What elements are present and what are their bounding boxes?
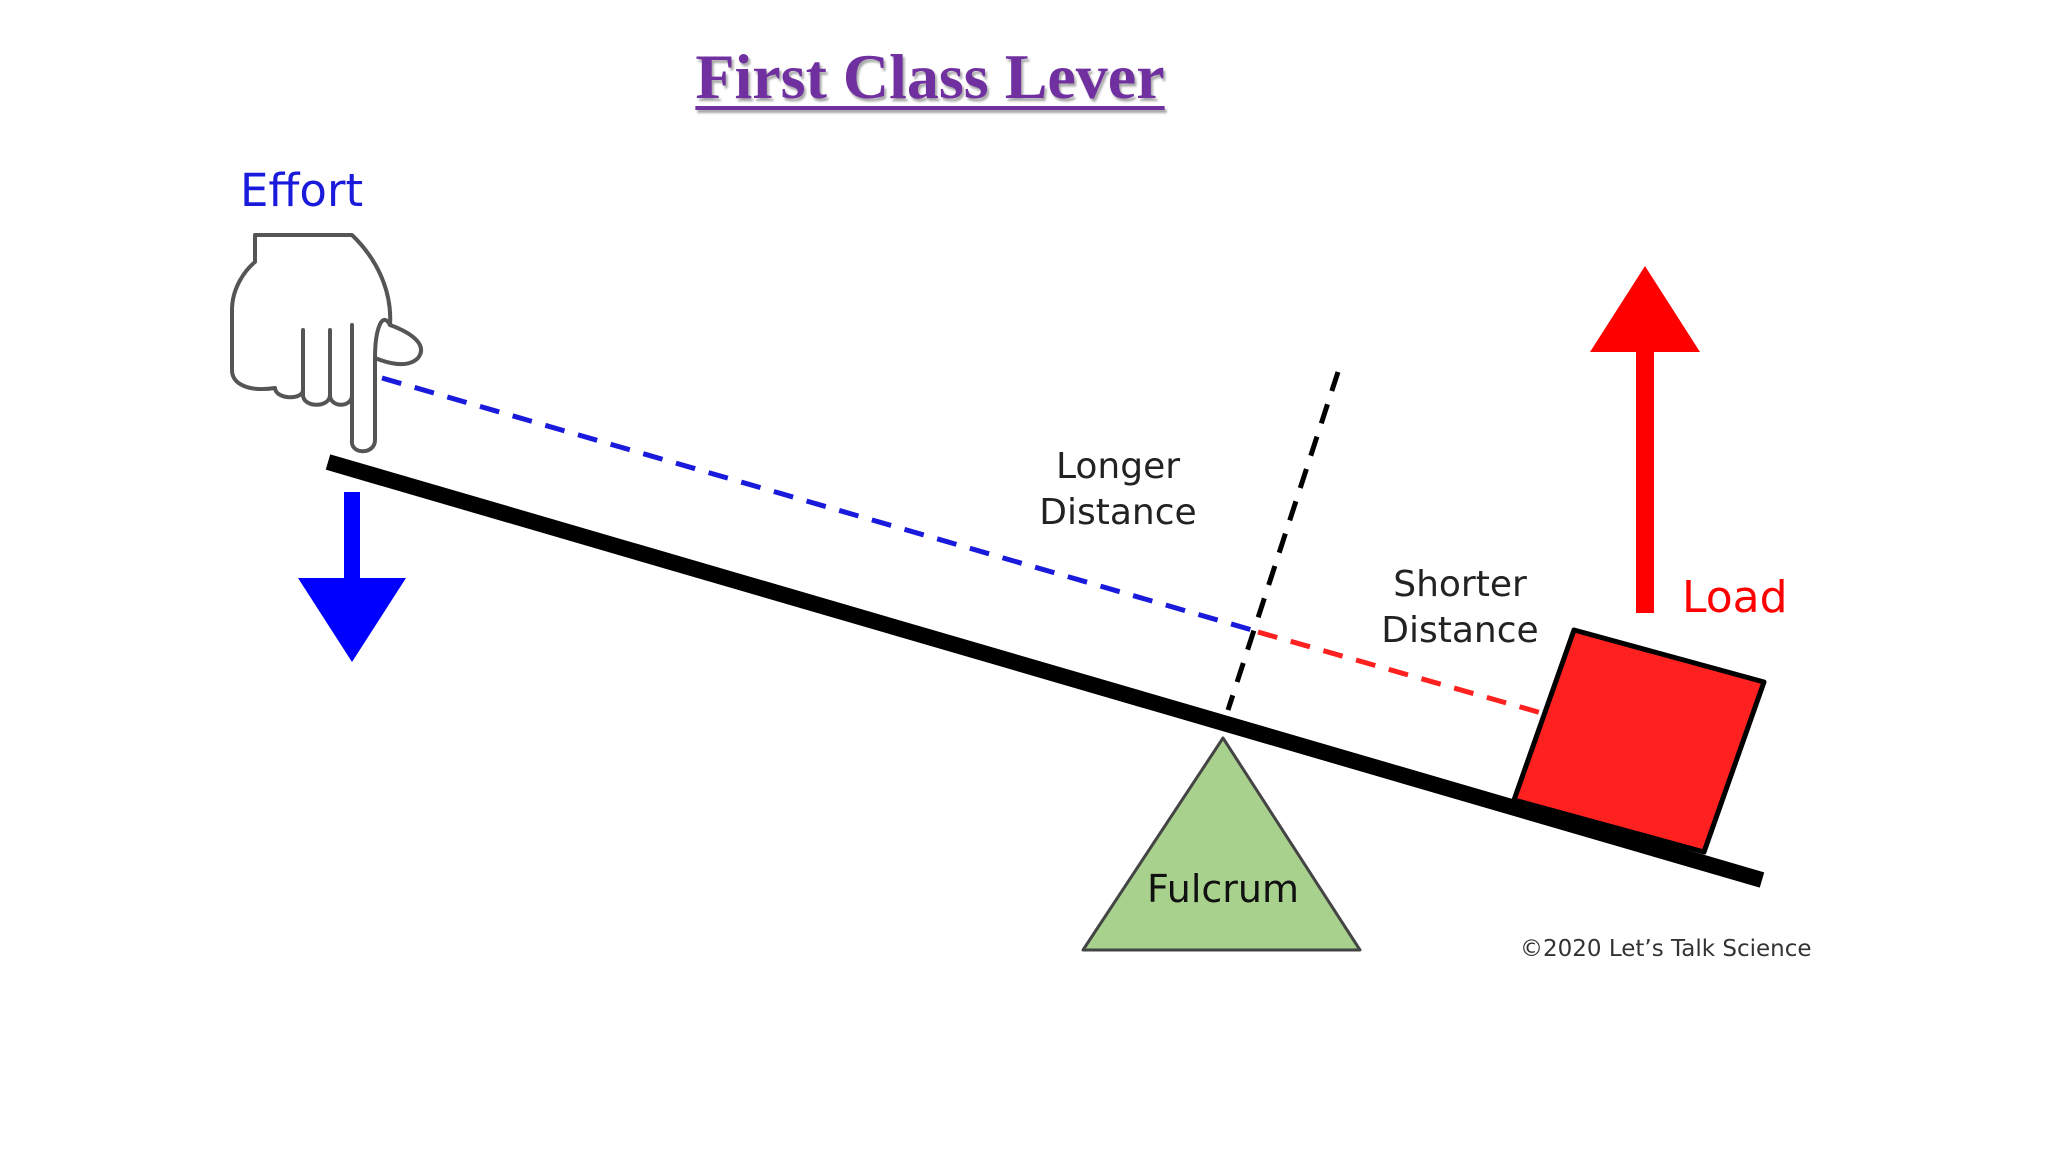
page-title: First Class Lever: [695, 41, 1165, 112]
longer-distance-line: [381, 375, 1253, 633]
load-box: [1511, 627, 1767, 855]
effort-label: Effort: [240, 164, 363, 217]
longer-distance-label-line2: Distance: [1039, 492, 1196, 533]
down-arrow-icon: [298, 492, 406, 662]
lever-beam: [325, 454, 1765, 888]
up-arrow-icon: [1590, 266, 1700, 613]
fulcrum-triangle: [1081, 736, 1362, 952]
longer-distance-label-line1: Longer: [1056, 446, 1180, 487]
shorter-distance-label-line1: Shorter: [1393, 564, 1527, 605]
shorter-distance-line: [1257, 629, 1546, 717]
pointing-hand-icon: [230, 233, 423, 454]
copyright-text: ©2020 Let’s Talk Science: [1520, 936, 1812, 962]
shorter-distance-label-line2: Distance: [1381, 610, 1538, 651]
perpendicular-line: [1225, 371, 1341, 711]
fulcrum-label: Fulcrum: [1147, 867, 1299, 911]
load-label: Load: [1682, 572, 1788, 623]
